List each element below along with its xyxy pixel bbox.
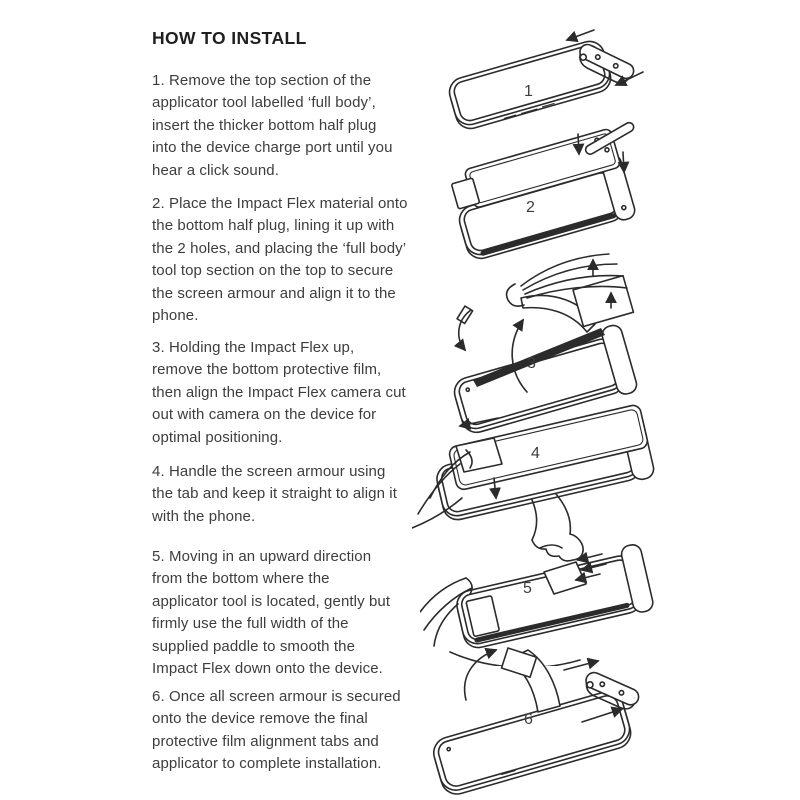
step-1-text: 1. Remove the top section of the applica… bbox=[152, 72, 393, 179]
applicator-tool-bottom bbox=[585, 671, 640, 710]
figure-4-illustration: 4 bbox=[412, 404, 655, 529]
figure-number: 2 bbox=[526, 199, 535, 216]
right-hand-illustration bbox=[531, 494, 584, 562]
alignment-tab bbox=[451, 177, 481, 210]
direction-arrow bbox=[580, 561, 607, 574]
alignment-tab bbox=[455, 437, 503, 473]
peel-arrow bbox=[511, 318, 528, 393]
camera-dot bbox=[465, 387, 471, 393]
figure-number: 1 bbox=[524, 83, 533, 100]
direction-arrow bbox=[576, 551, 603, 564]
step-5-text: 5. Moving in an upward direction from th… bbox=[152, 548, 391, 678]
hand-illustration bbox=[505, 253, 628, 307]
figure-number: 3 bbox=[527, 355, 536, 372]
step-2-text: 2. Place the Impact Flex material onto t… bbox=[152, 195, 408, 325]
phone-outline bbox=[458, 154, 636, 260]
direction-arrow bbox=[574, 571, 601, 584]
direction-arrow bbox=[458, 417, 499, 430]
figure-number: 5 bbox=[523, 580, 532, 597]
camera-cutout-square bbox=[572, 274, 635, 328]
direction-arrow bbox=[581, 706, 624, 723]
applicator-tool-bottom bbox=[601, 324, 638, 395]
phone-outline bbox=[432, 690, 632, 795]
phone-outline bbox=[453, 324, 638, 434]
figure-number: 4 bbox=[531, 445, 540, 462]
figure-1-illustration: 1 bbox=[448, 29, 644, 130]
figure-3-illustration: 3 bbox=[453, 253, 638, 434]
paddle bbox=[543, 561, 587, 595]
camera-dot bbox=[446, 746, 452, 752]
page-title: HOW TO INSTALL bbox=[152, 28, 307, 48]
alignment-tab bbox=[465, 595, 500, 637]
figure-6-illustration: 6 bbox=[432, 647, 640, 795]
figure-number: 6 bbox=[524, 711, 533, 728]
alignment-tab bbox=[500, 647, 538, 679]
protective-film-edge bbox=[473, 328, 605, 387]
step-4-text: 4. Handle the screen armour using the ta… bbox=[152, 463, 397, 525]
left-hand-illustration bbox=[420, 577, 581, 666]
direction-arrow bbox=[617, 151, 630, 174]
step-3-text: 3. Holding the Impact Flex up, remove th… bbox=[152, 339, 406, 446]
direction-arrow bbox=[614, 71, 644, 86]
direction-arrow bbox=[563, 657, 600, 671]
flexed-film bbox=[520, 294, 596, 333]
figure-2-illustration: 2 bbox=[451, 121, 636, 260]
peel-arrow bbox=[453, 309, 472, 352]
hand-illustration bbox=[412, 449, 473, 529]
figure-5-illustration: 5 bbox=[420, 494, 654, 666]
direction-arrow bbox=[572, 133, 585, 156]
applicator-tool-bottom bbox=[620, 544, 654, 613]
step-6-text: 6. Once all screen armour is secured ont… bbox=[152, 688, 401, 773]
peel-arrow bbox=[463, 647, 498, 701]
direction-arrow bbox=[489, 477, 501, 500]
applicator-tool-top bbox=[584, 121, 635, 155]
direction-arrow bbox=[565, 29, 595, 43]
phone-outline bbox=[456, 544, 654, 649]
